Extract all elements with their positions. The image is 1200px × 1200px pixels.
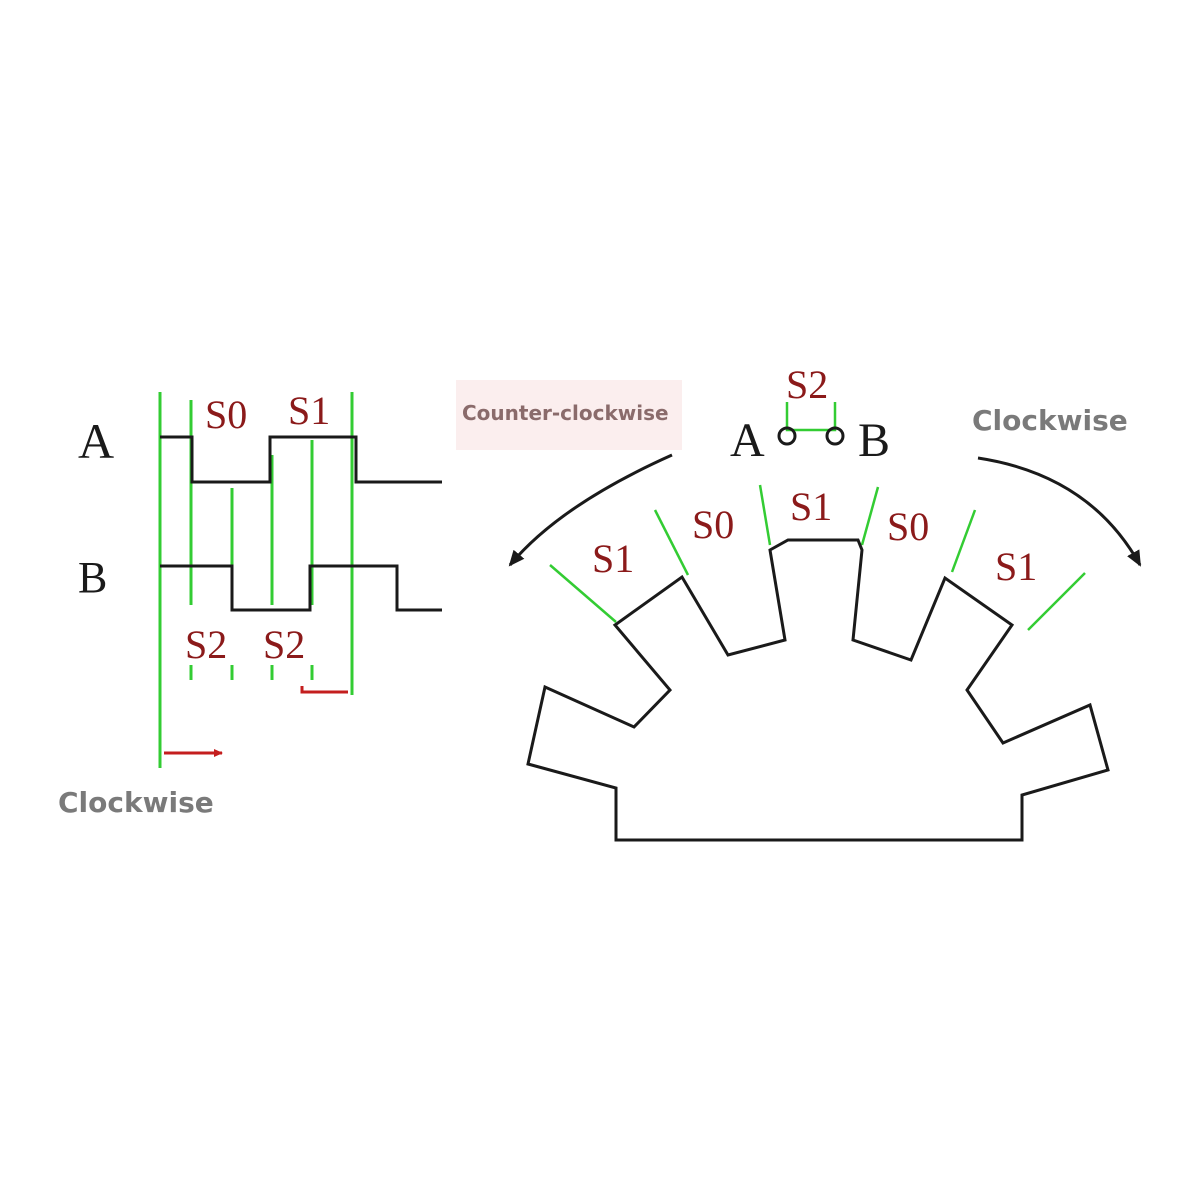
sensor-b-label: B bbox=[858, 414, 890, 467]
ccw-arrow bbox=[508, 453, 673, 567]
sensor-b-icon bbox=[825, 426, 845, 446]
sensor-gap-bracket bbox=[785, 402, 837, 432]
signal-a-label: A bbox=[78, 413, 114, 469]
gear-panel: Counter-clockwise Clockwise A B S2 S1 S0… bbox=[456, 362, 1142, 842]
sector-state-label: S1 bbox=[592, 536, 634, 581]
clockwise-label: Clockwise bbox=[58, 786, 214, 819]
timing-lines bbox=[158, 392, 354, 768]
sector-state-label: S1 bbox=[995, 544, 1037, 589]
sector-state-label: S0 bbox=[887, 504, 929, 549]
sensor-a-icon bbox=[777, 426, 797, 446]
state-label-top: S0 bbox=[205, 392, 247, 437]
signal-b-waveform bbox=[160, 564, 442, 612]
waveform-panel: A B S0 S1 S2 S2 Clockwise bbox=[58, 388, 442, 819]
signal-a-waveform bbox=[160, 435, 442, 484]
sector-dividers bbox=[549, 484, 1086, 631]
sensor-gap-state: S2 bbox=[786, 362, 828, 407]
state-label-bottom: S2 bbox=[185, 622, 227, 667]
sensor-a-label: A bbox=[730, 414, 765, 467]
signal-b-label: B bbox=[78, 553, 107, 602]
sector-state-label: S0 bbox=[692, 502, 734, 547]
state-label-bottom: S2 bbox=[263, 622, 305, 667]
ccw-label-highlight bbox=[456, 380, 682, 450]
cw-label: Clockwise bbox=[972, 404, 1128, 437]
s2-ticks bbox=[189, 665, 314, 680]
gear-outline bbox=[526, 538, 1110, 842]
state-label-top: S1 bbox=[288, 388, 330, 433]
cw-arrow bbox=[977, 456, 1142, 567]
ccw-label: Counter-clockwise bbox=[462, 401, 669, 425]
sector-state-label: S1 bbox=[790, 484, 832, 529]
return-arrow bbox=[300, 686, 348, 694]
